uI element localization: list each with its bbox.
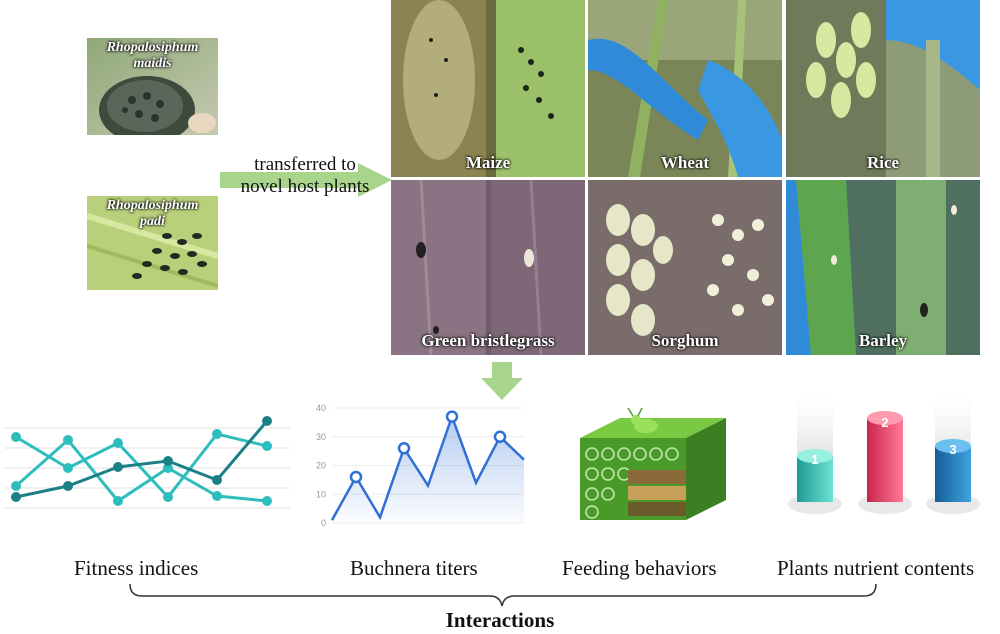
- buchnera-point: [397, 442, 411, 455]
- buchnera-point: [349, 470, 363, 484]
- aphid-name-2: Rhopalosiphum: [106, 198, 199, 213]
- plant-label-rice: Rice: [866, 153, 900, 172]
- podium-number-3: 3: [949, 442, 956, 457]
- aphid-species-2: padi: [140, 214, 165, 229]
- caption-fitness: Fitness indices: [74, 556, 199, 580]
- plant-label-wheat: Wheat: [660, 153, 710, 172]
- plant-label-green-bristlegrass: Green bristlegrass: [421, 331, 555, 350]
- aphid-photo-maidis: Rhopalosiphum maidis: [87, 38, 218, 135]
- plant-photo-sorghum: Sorghum: [588, 180, 782, 355]
- plant-photo-barley: Barley: [786, 180, 980, 355]
- buchnera-point: [445, 410, 459, 423]
- caption-nutrients: Plants nutrient contents: [777, 556, 975, 580]
- aphid-photo-padi: Rhopalosiphum padi: [87, 196, 218, 290]
- buchnera-y-tick: 30: [316, 432, 326, 442]
- buchnera-y-tick: 10: [316, 489, 326, 499]
- plant-photo-rice: Rice: [786, 0, 980, 177]
- down-arrow: [481, 362, 523, 400]
- buchnera-chart: 40 30 20 10 0: [316, 403, 525, 528]
- plant-photo-wheat: Wheat: [588, 0, 782, 177]
- podium-3: 3: [926, 439, 980, 514]
- plant-label-sorghum: Sorghum: [651, 331, 719, 350]
- podium-1: 1: [788, 449, 842, 514]
- buchnera-area: [332, 416, 524, 523]
- interactions-label: Interactions: [445, 608, 555, 632]
- plant-label-barley: Barley: [858, 331, 908, 350]
- podium-2: 2: [858, 411, 912, 514]
- plant-photo-maize: Maize: [391, 0, 585, 177]
- aphid-padi-image: [87, 196, 218, 290]
- buchnera-y-tick: 20: [316, 461, 326, 471]
- fitness-chart: [5, 416, 290, 509]
- caption-feeding: Feeding behaviors: [562, 556, 717, 580]
- podium-number-1: 1: [811, 452, 818, 467]
- aphid-species-1: maidis: [133, 56, 172, 71]
- interactions-bracket: [129, 583, 877, 607]
- transfer-line-2: novel host plants: [240, 176, 370, 197]
- aphid-icon: [627, 408, 658, 433]
- buchnera-y-tick: 0: [321, 518, 326, 528]
- feeding-illustration: [580, 408, 726, 520]
- aphid-name-1: Rhopalosiphum: [106, 40, 199, 55]
- podium-number-2: 2: [881, 415, 888, 430]
- transfer-line-1: transferred to: [254, 154, 356, 175]
- aphid-maidis-image: [87, 38, 218, 135]
- buchnera-y-tick: 40: [316, 403, 326, 413]
- buchnera-point: [493, 430, 507, 443]
- buchnera-line: [330, 412, 525, 521]
- plant-photo-green-bristlegrass: Green bristlegrass: [391, 180, 585, 355]
- plant-label-maize: Maize: [465, 153, 511, 172]
- nutrient-podiums: 1 2 3: [788, 396, 980, 514]
- caption-buchnera: Buchnera titers: [350, 556, 478, 580]
- transfer-arrow: [220, 163, 392, 197]
